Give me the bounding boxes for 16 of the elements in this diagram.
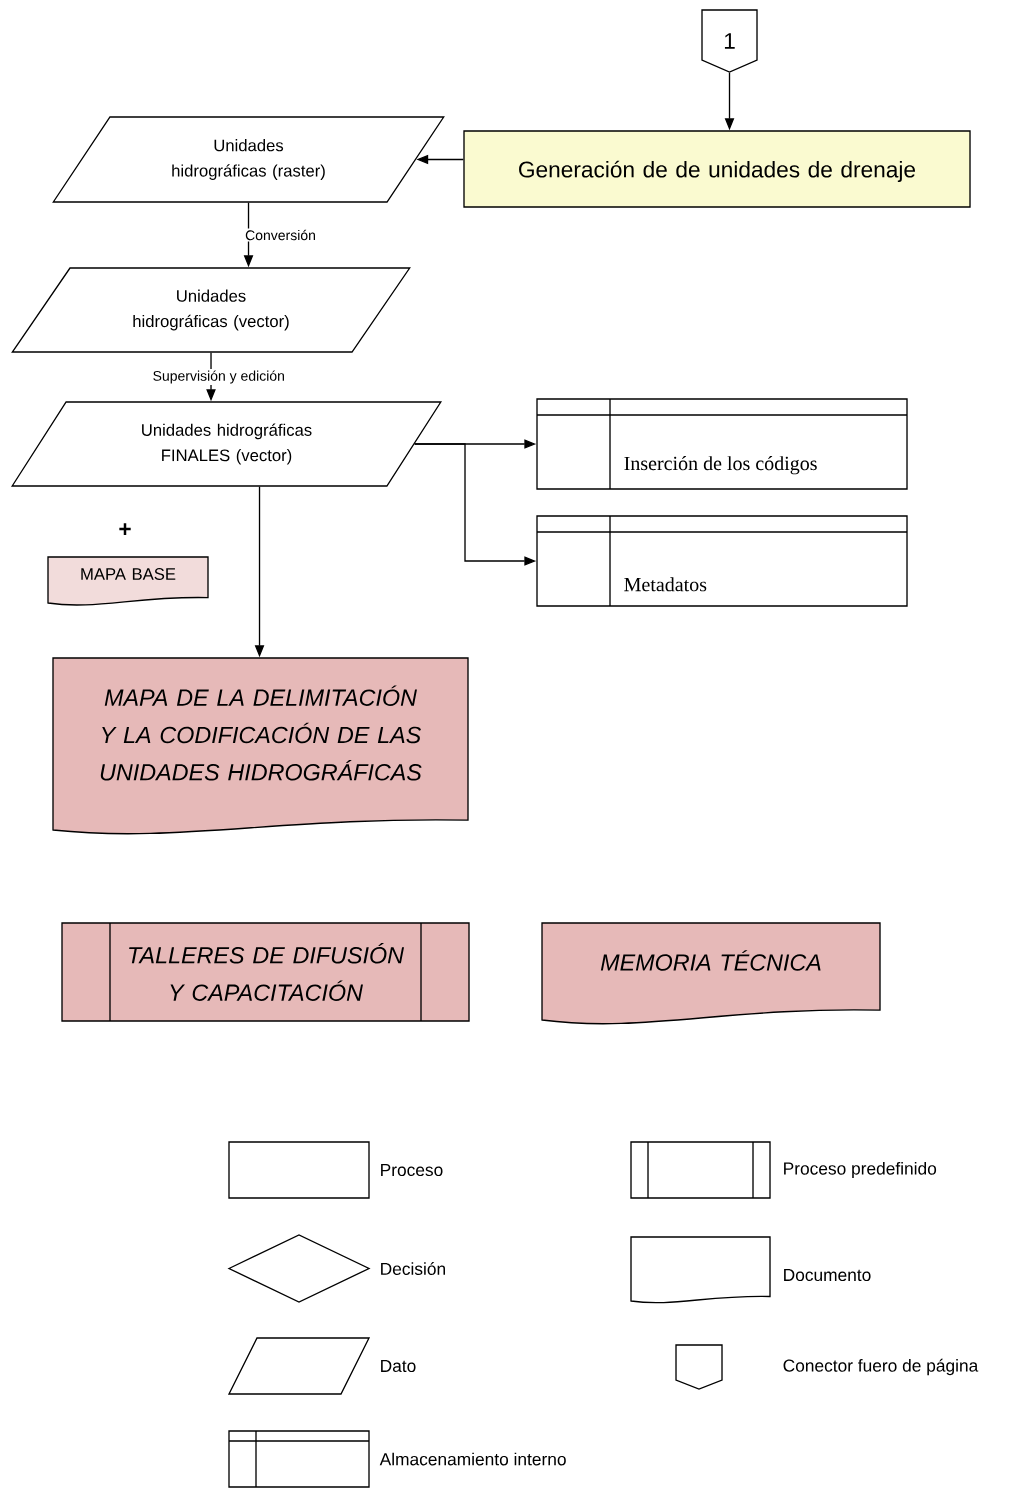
plus-sign: + — [119, 523, 131, 535]
edge-label: Supervisión y edición — [151, 369, 287, 385]
legend-entry: Proceso — [228, 1141, 443, 1199]
offpage-connector: 1 — [701, 9, 758, 73]
predefined-process-box: TALLERES DE DIFUSIÓN Y CAPACITACIÓN — [61, 922, 470, 1022]
edge-label: Conversión — [243, 228, 318, 242]
storage-box: Metadatos — [536, 515, 908, 607]
data-parallelogram: Unidades hidrográficas (raster) — [52, 116, 445, 203]
legend-entry: Proceso predefinido — [630, 1141, 937, 1199]
data-parallelogram: Unidades hidrográficas (vector) — [11, 267, 411, 353]
legend-entry: Documento — [630, 1236, 871, 1304]
process-box: Generación de de unidades de drenaje — [463, 130, 971, 208]
legend-entry: Almacenamiento interno — [228, 1430, 566, 1488]
legend-entry: Conector fuero de página — [675, 1344, 979, 1390]
data-parallelogram: Unidades hidrográficas FINALES (vector) — [11, 401, 442, 487]
storage-box: Inserción de los códigos — [536, 398, 908, 490]
